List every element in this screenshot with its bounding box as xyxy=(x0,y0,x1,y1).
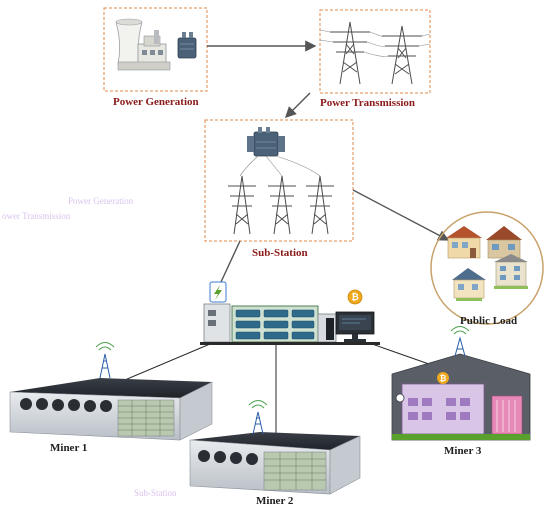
lightning-icon xyxy=(209,281,227,303)
miner-1-warehouse-icon xyxy=(9,378,213,441)
miner-2-label: Miner 2 xyxy=(256,495,294,507)
substation-wires xyxy=(239,155,321,177)
antenna-icon-3 xyxy=(450,326,470,357)
ghost-label-sub-station: Sub-Station xyxy=(134,488,177,498)
computer-icon xyxy=(326,311,375,342)
substation-transformer-icon xyxy=(247,127,285,157)
substation-tower-icons xyxy=(228,175,334,235)
miner-3-label: Miner 3 xyxy=(444,445,482,457)
power-plant-icon xyxy=(115,18,171,71)
power-transmission-box xyxy=(319,9,431,94)
ghost-label-power-transmission: ower Transmission xyxy=(2,211,71,221)
ghost-label-power-generation: Power Generation xyxy=(68,196,134,206)
arrow-transmission-to-substation xyxy=(285,92,311,118)
antenna-icon-2 xyxy=(248,400,268,435)
bitcoin-icon: ₿ xyxy=(347,289,363,305)
svg-text:₿: ₿ xyxy=(351,292,358,303)
line-substation-to-mining-farm xyxy=(220,240,241,283)
power-transmission-label: Power Transmission xyxy=(320,97,416,109)
public-load-circle xyxy=(430,211,544,325)
antenna-icon xyxy=(95,342,115,379)
power-generation-box xyxy=(103,7,208,92)
transmission-tower-icon xyxy=(319,21,431,85)
house-icon xyxy=(446,226,528,301)
miner-2-warehouse-icon xyxy=(189,432,361,495)
miner-3-building-icon: ₿ xyxy=(391,353,531,441)
arrow-substation-to-public-load xyxy=(352,189,450,241)
public-load-label: Public Load xyxy=(460,315,518,327)
svg-text:₿: ₿ xyxy=(440,374,447,383)
transformer-icon xyxy=(177,32,197,59)
cable-to-miner-1 xyxy=(119,343,211,383)
miner-1-label: Miner 1 xyxy=(50,442,88,454)
sub-station-box xyxy=(204,119,354,242)
power-generation-label: Power Generation xyxy=(113,96,199,108)
sub-station-label: Sub-Station xyxy=(252,247,308,259)
